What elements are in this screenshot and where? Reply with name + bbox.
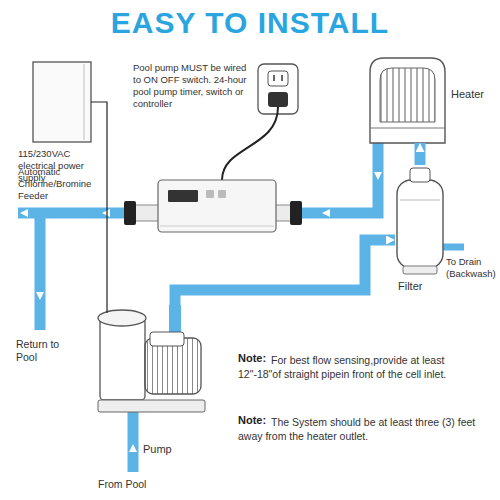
power-supply-node: 115/230VAC electrical power supply — [33, 62, 91, 142]
source-label: From Pool — [98, 478, 168, 491]
filter-label: Filter — [398, 280, 443, 294]
page-title: EASY TO INSTALL — [0, 6, 500, 40]
power-wire — [91, 102, 107, 313]
filter-node: Filter — [395, 165, 445, 275]
note-text: For best flow sensing,provide at least 1… — [238, 353, 486, 381]
heater-unit — [370, 58, 445, 143]
feeder-label: Automatic Chlorine/Bromine Feeder — [18, 166, 96, 202]
return-label: Return to Pool — [16, 338, 68, 364]
heater-node: Heater — [370, 58, 445, 143]
water-pipe — [415, 143, 426, 165]
filter-tank — [397, 168, 443, 274]
wiring-note: Pool pump MUST be wired to ON OFF switch… — [133, 62, 251, 110]
power-supply-box — [33, 62, 91, 142]
pump-label: Pump — [143, 443, 193, 457]
pump-unit — [98, 305, 205, 412]
pump-node: Pump — [95, 305, 205, 425]
heater-label: Heater — [451, 88, 499, 102]
note-text: The System should be at least three (3) … — [238, 415, 486, 443]
drain-label: To Drain (Backwash) — [446, 256, 498, 280]
flow-arrow — [20, 172, 382, 452]
water-pipe — [175, 240, 395, 305]
salt-chlorinator — [124, 180, 302, 232]
